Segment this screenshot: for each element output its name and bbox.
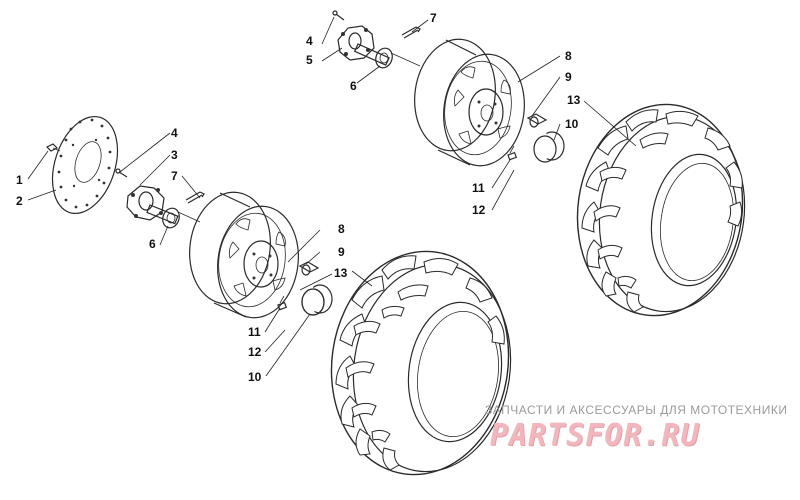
callout-13-right: 13 — [567, 93, 581, 107]
right-cotter-pin — [401, 26, 421, 39]
right-valve-stem — [507, 145, 518, 161]
callout-9-right: 9 — [565, 70, 572, 84]
right-hub-stud — [332, 10, 345, 21]
callout-11-right: 11 — [472, 181, 485, 195]
callout-6-left: 6 — [149, 237, 156, 251]
disc-bolt — [45, 143, 61, 152]
callout-4-right: 4 — [306, 34, 313, 48]
watermark-logo: PARTSFOR.RU — [490, 418, 700, 453]
callout-4-left: 4 — [171, 126, 178, 140]
left-hub — [126, 185, 179, 225]
left-valve-stem — [277, 295, 288, 311]
callout-labels: 1 2 4 3 7 6 8 9 13 11 12 10 4 5 6 7 8 9 … — [16, 11, 581, 384]
callout-2: 2 — [16, 194, 23, 208]
left-lug-nut — [298, 261, 320, 276]
callout-13-left: 13 — [334, 266, 348, 280]
callout-10-right: 10 — [565, 117, 579, 131]
callout-9-left: 9 — [338, 245, 345, 259]
left-center-cap — [301, 284, 333, 316]
right-center-cap — [533, 131, 565, 163]
right-axle-nut — [375, 47, 421, 69]
callout-7-left: 7 — [171, 169, 178, 183]
right-tire — [576, 103, 746, 317]
callout-11-left: 11 — [248, 325, 261, 339]
right-lug-nut — [526, 113, 548, 128]
right-hub — [337, 25, 390, 66]
callout-8-left: 8 — [338, 222, 345, 236]
callout-12-right: 12 — [472, 203, 486, 217]
watermark-caption: ЗАПЧАСТИ И АКСЕССУАРЫ ДЛЯ МОТОТЕХНИКИ — [485, 403, 788, 417]
callout-6-right: 6 — [350, 79, 357, 93]
left-hub-stud — [115, 168, 128, 178]
left-cotter-pin — [185, 191, 205, 204]
callout-7-right: 7 — [430, 11, 437, 25]
callout-8-right: 8 — [565, 49, 572, 63]
callout-1: 1 — [16, 173, 23, 187]
callout-5: 5 — [306, 53, 313, 67]
brake-disc — [51, 115, 119, 215]
callout-3: 3 — [171, 148, 178, 162]
right-wheel-rim — [414, 38, 525, 167]
left-wheel-rim — [189, 191, 299, 319]
callout-12-left: 12 — [248, 345, 262, 359]
left-tire — [330, 250, 512, 476]
callout-10-left: 10 — [248, 370, 262, 384]
leader-lines — [27, 16, 637, 377]
